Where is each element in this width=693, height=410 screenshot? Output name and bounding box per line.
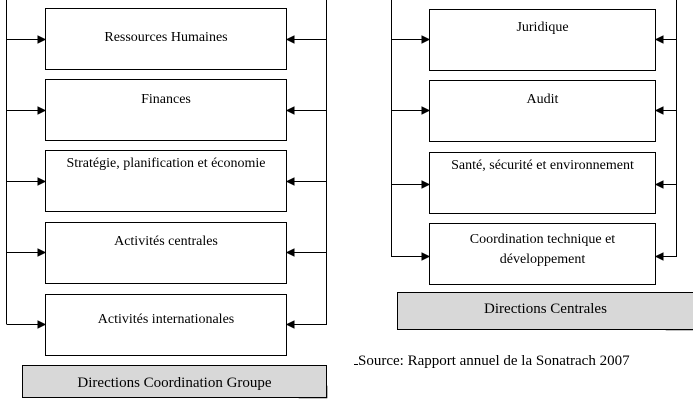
source-note: Source: Rapport annuel de la Sonatrach 2… xyxy=(354,352,630,371)
left-in-arrow-0-arrowhead xyxy=(37,35,47,44)
right-in-arrow-3-arrowhead xyxy=(421,252,431,261)
right-out-arrow-3-arrowhead xyxy=(654,252,664,261)
right-in-arrow-1-arrowhead xyxy=(421,106,431,115)
right-in-arrow-2-arrowhead xyxy=(421,180,431,189)
box-coordination-technique-developpement: Coordination technique et développement xyxy=(429,223,656,285)
left-in-arrow-2-arrowhead xyxy=(37,177,47,186)
box-activites-internationales: Activités internationales xyxy=(45,294,287,356)
box-audit: Audit xyxy=(429,80,656,142)
right-out-arrow-0-arrowhead xyxy=(654,35,664,44)
source-text: Source: Rapport annuel de la Sonatrach 2… xyxy=(358,353,630,369)
box-ressources-humaines: Ressources Humaines xyxy=(45,8,287,70)
right-out-arrow-1-arrowhead xyxy=(654,106,664,115)
left-in-arrow-3-arrowhead xyxy=(37,248,47,257)
left-out-arrow-0-arrowhead xyxy=(285,35,295,44)
box-juridique: Juridique xyxy=(429,9,656,71)
label-directions-centrales: Directions Centrales xyxy=(397,292,693,330)
right-in-arrow-0-arrowhead xyxy=(421,35,431,44)
source-marker xyxy=(354,352,358,365)
label-directions-coordination-groupe: Directions Coordination Groupe xyxy=(22,365,327,398)
box-finances: Finances xyxy=(45,79,287,141)
left-out-arrow-2-arrowhead xyxy=(285,177,295,186)
left-in-arrow-4-arrowhead xyxy=(37,320,47,329)
left-out-arrow-1-arrowhead xyxy=(285,106,295,115)
left-in-arrow-1-arrowhead xyxy=(37,106,47,115)
right-out-arrow-2-arrowhead xyxy=(654,180,664,189)
box-strategie-planification-economie: Stratégie, planification et économie xyxy=(45,150,287,212)
left-out-arrow-3-arrowhead xyxy=(285,248,295,257)
box-sante-securite-environnement: Santé, sécurité et environnement xyxy=(429,152,656,214)
box-activites-centrales: Activités centrales xyxy=(45,222,287,284)
left-out-arrow-4-arrowhead xyxy=(285,320,295,329)
